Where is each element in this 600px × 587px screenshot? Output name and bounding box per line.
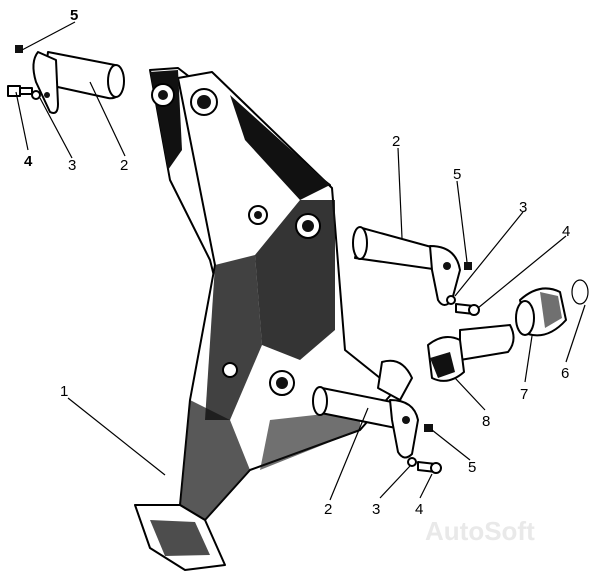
- callout-top-2: 2: [120, 157, 128, 174]
- callout-low-3: 3: [372, 501, 380, 518]
- pin-right: [352, 226, 480, 316]
- callout-low-4: 4: [415, 501, 423, 518]
- callout-7: 7: [520, 386, 528, 403]
- callout-low-2: 2: [324, 501, 332, 518]
- callout-top-3: 3: [68, 157, 76, 174]
- callout-8: 8: [482, 413, 490, 430]
- watermark-text: AutoSoft: [425, 516, 535, 546]
- coupling-part-7: [515, 287, 567, 337]
- snap-ring-part-6: [571, 279, 589, 305]
- leader-lines: [15, 21, 586, 501]
- callout-1: 1: [60, 383, 68, 400]
- pin-lower: [312, 359, 442, 474]
- callout-right-3: 3: [519, 199, 527, 216]
- callout-low-5: 5: [468, 459, 476, 476]
- callouts: 5 4 3 2 2 5 3 4 6 7 8 1 5 2 3 4: [24, 7, 570, 518]
- main-bracket-part-1: [134, 67, 396, 571]
- callout-right-4: 4: [562, 223, 570, 240]
- callout-right-5: 5: [453, 166, 461, 183]
- bolt-top-left: [7, 45, 41, 100]
- pin-top-left: [32, 51, 125, 114]
- callout-top-5: 5: [70, 7, 78, 24]
- spline-shaft-part-8: [427, 324, 515, 382]
- callout-top-4: 4: [24, 153, 33, 170]
- callout-6: 6: [561, 365, 569, 382]
- callout-right-2: 2: [392, 133, 400, 150]
